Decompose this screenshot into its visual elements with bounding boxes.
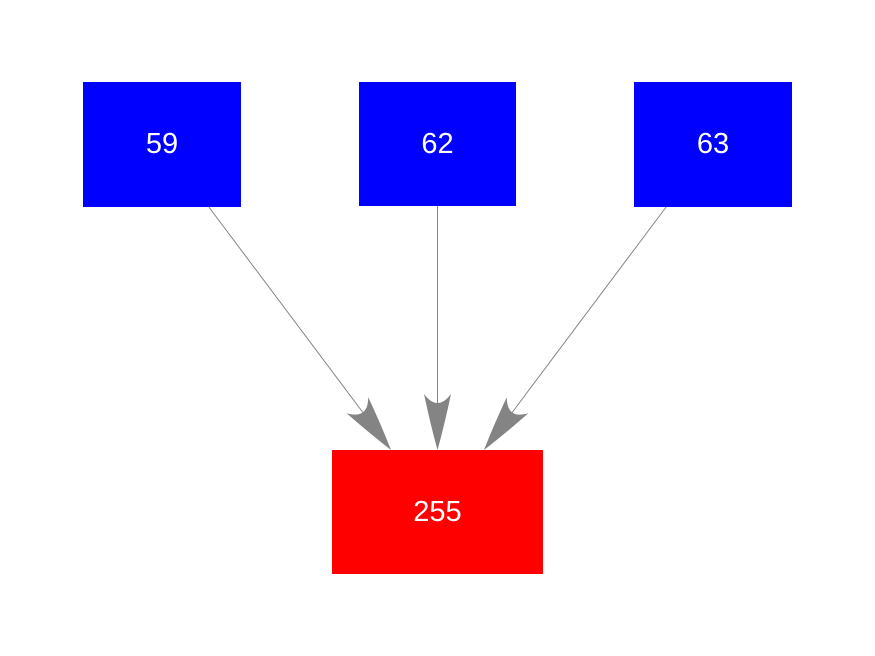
node-label: 255: [413, 495, 462, 528]
arrowhead-icon-59-to-255: [346, 397, 392, 450]
graph-node-63[interactable]: 63: [634, 82, 792, 207]
node-label: 63: [696, 128, 730, 160]
edge-line-63-to-255: [510, 206, 667, 415]
graph-node-62[interactable]: 62: [359, 82, 516, 206]
edge-line-59-to-255: [208, 206, 365, 415]
node-label: 62: [421, 127, 454, 160]
node-label: 59: [145, 128, 179, 160]
arrowhead-icon-62-to-255: [424, 394, 451, 450]
arrowhead-icon-63-to-255: [483, 397, 529, 450]
graph-node-255[interactable]: 255: [332, 450, 543, 574]
graph-node-59[interactable]: 59: [83, 82, 241, 207]
